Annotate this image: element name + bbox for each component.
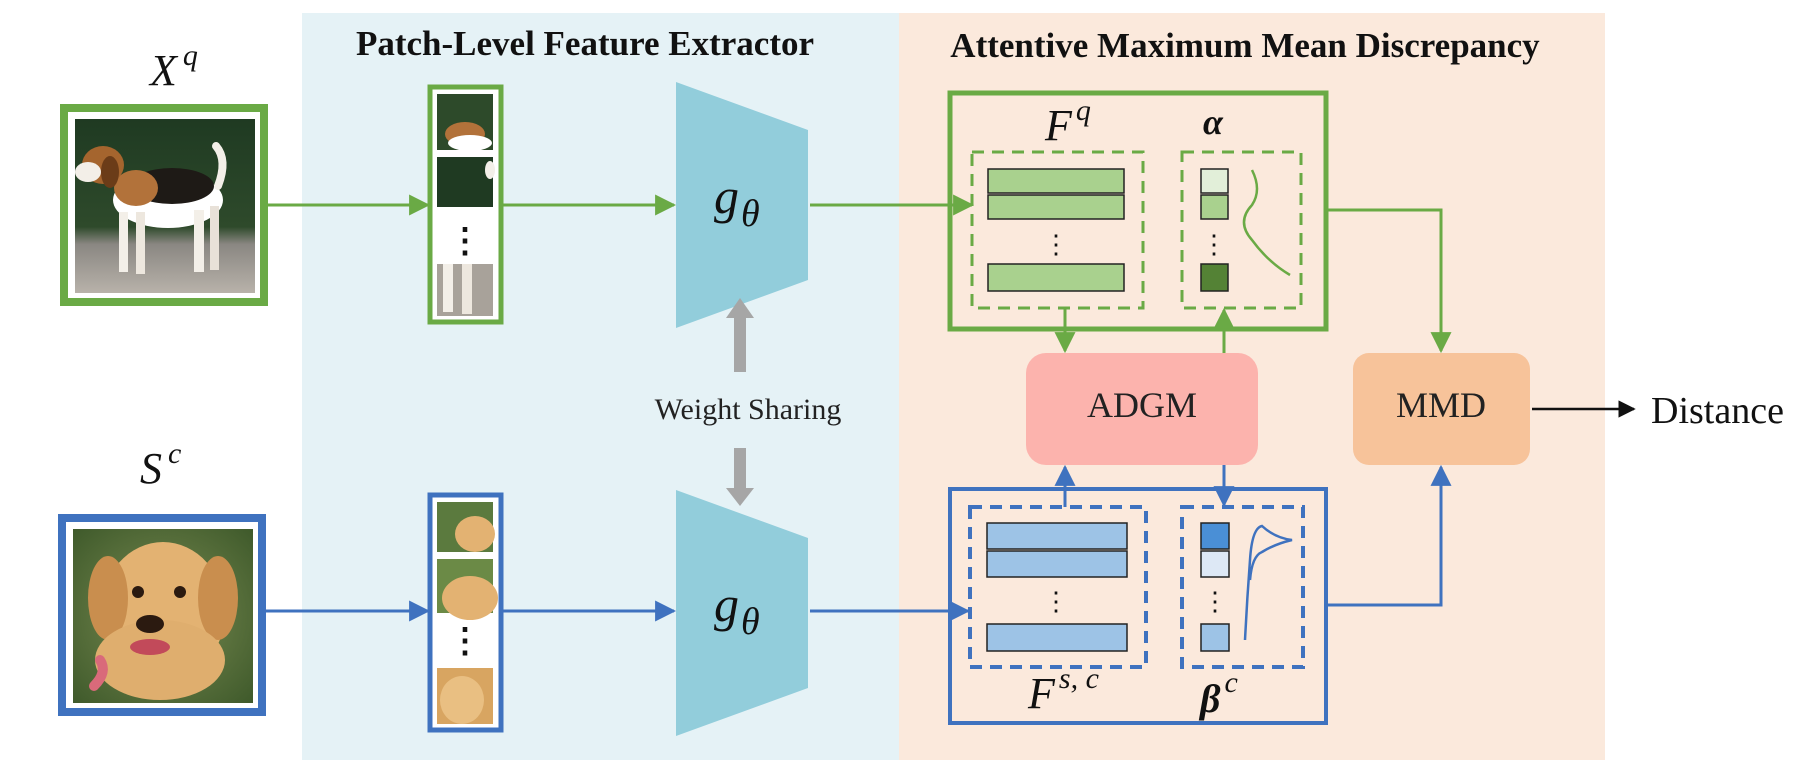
svg-text:gθ: gθ (714, 576, 760, 643)
query-image (60, 104, 268, 306)
support-weight-cell-n (1200, 623, 1230, 652)
query-patch-column: ⋮ (427, 84, 504, 325)
ammd-section-title: Attentive Maximum Mean Discrepancy (950, 26, 1540, 65)
arrow-query-block-to-mmd (1328, 208, 1452, 354)
support-image (58, 514, 266, 716)
query-patch-ellipsis: ⋮ (448, 223, 482, 260)
query-weight-ellipsis: ⋮ (1201, 230, 1227, 259)
support-weight-distribution (1243, 524, 1293, 641)
arrow-support-block-to-mmd (1328, 464, 1452, 607)
support-encoder: gθ (676, 490, 808, 736)
support-feature-row-1 (986, 522, 1128, 550)
mmd-label: MMD (1396, 385, 1486, 425)
query-feature-row-2 (987, 194, 1125, 220)
support-weight-cell-1 (1200, 522, 1230, 550)
query-weight-cell-1 (1200, 168, 1229, 194)
svg-text:gθ: gθ (714, 168, 760, 235)
support-feature-matrix (968, 505, 1148, 669)
adgm-label: ADGM (1087, 385, 1197, 425)
query-weight-distribution (1242, 169, 1291, 277)
query-weight-label: α (1203, 102, 1224, 142)
query-feature-ellipsis: ⋮ (1043, 230, 1069, 259)
extractor-section-title: Patch-Level Feature Extractor (356, 24, 814, 63)
support-feature-row-n (986, 623, 1128, 652)
support-weight-box (1180, 505, 1305, 669)
query-feature-row-1 (987, 168, 1125, 194)
query-feature-row-n (987, 263, 1125, 292)
adgm-module: ADGM (1026, 353, 1258, 465)
distance-label: Distance (1651, 390, 1784, 432)
support-patch-column: ⋮ (427, 492, 504, 733)
query-weight-cell-2 (1200, 194, 1229, 220)
support-feature-ellipsis: ⋮ (1043, 587, 1069, 616)
query-weight-cell-n (1200, 263, 1229, 292)
query-feature-matrix (970, 150, 1145, 310)
weight-sharing-indicator: Weight Sharing (655, 298, 842, 506)
query-patch-2 (437, 157, 493, 207)
query-encoder: gθ (676, 82, 808, 328)
support-weight-cell-2 (1200, 550, 1230, 578)
support-weight-ellipsis: ⋮ (1202, 587, 1228, 616)
mmd-module: MMD (1353, 353, 1530, 465)
weight-sharing-label: Weight Sharing (655, 393, 842, 426)
query-weight-box (1180, 150, 1303, 310)
support-patch-ellipsis: ⋮ (448, 623, 482, 660)
extractor-section-bg (302, 13, 899, 760)
support-feature-row-2 (986, 550, 1128, 578)
